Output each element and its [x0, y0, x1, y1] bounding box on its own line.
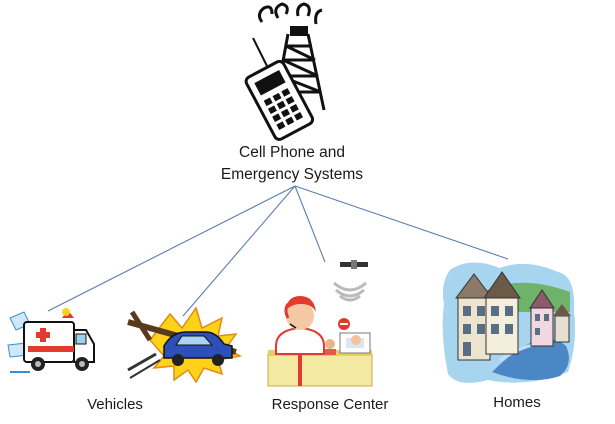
connector-to-car-crash	[182, 185, 296, 317]
connector-lines	[47, 185, 509, 317]
homes-icon	[442, 262, 576, 383]
hub-label-line2: Emergency Systems	[220, 166, 364, 183]
homes-label: Homes	[493, 394, 541, 411]
response-center-label: Response Center	[271, 396, 389, 413]
connector-to-homes	[294, 185, 509, 260]
ambulance-icon	[7, 308, 95, 373]
satellite-icon	[340, 260, 368, 269]
response-center-icon	[267, 260, 373, 387]
car-crash-icon	[127, 306, 243, 384]
cell-phone-tower-icon	[244, 2, 326, 141]
hub-label: Cell Phone and Emergency Systems	[207, 142, 377, 186]
connector-to-ambulance	[47, 185, 296, 312]
hub-label-line1: Cell Phone and	[239, 144, 345, 161]
vehicles-label: Vehicles	[87, 396, 143, 413]
connector-to-response-center	[294, 185, 326, 263]
